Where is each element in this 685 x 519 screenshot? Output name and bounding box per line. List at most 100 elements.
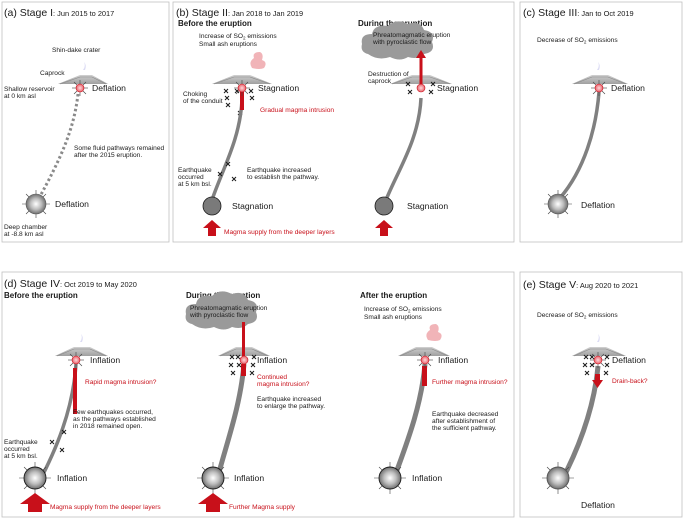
svg-text:(c) Stage III: Jan to Oct 2019: (c) Stage III: Jan to Oct 2019: [523, 7, 634, 19]
crater-icon: [212, 75, 272, 84]
destruction-label-2: caprock: [368, 78, 392, 85]
stage-4-before-top-state: Inflation: [90, 355, 120, 365]
earthquake-cross-icon: [228, 354, 257, 376]
vent-reservoir-icon: [239, 355, 249, 365]
crater-icon: [572, 75, 628, 84]
magma-chamber-icon: [202, 196, 222, 216]
choke-label-1: Choking: [183, 91, 208, 98]
earthquake-cross-icon: [223, 88, 255, 116]
stage-4-before-intrusion: Rapid magma intrusion?: [85, 379, 157, 386]
stage-4-after-top-state: Inflation: [438, 355, 468, 365]
stage-4-cloud-label-2: with pyroclastic flow: [189, 312, 249, 319]
magma-supply-arrow-icon: [375, 220, 393, 236]
magma-supply-arrow-icon: [20, 493, 50, 512]
magma-intrusion-bar: [241, 364, 246, 376]
stage-4-during-eq-1: Earthquake increased: [257, 396, 321, 403]
conduit: [558, 91, 601, 200]
stage-4-before-heading: Before the eruption: [4, 291, 78, 300]
panel-stage-2: [172, 1, 515, 243]
stage-3-title: (c) Stage III: [523, 7, 577, 19]
stage-2-period: : Jan 2018 to Jan 2019: [228, 9, 303, 18]
conduit: [210, 99, 244, 201]
magma-chamber-icon: [197, 462, 229, 494]
stage-2-before-heading: Before the eruption: [178, 19, 252, 28]
magma-chamber-icon: [22, 190, 50, 218]
cloud-label-1: Phreatomagmatic eruption: [373, 32, 451, 39]
stage-2-during-bottom-state: Stagnation: [407, 201, 448, 211]
stage-5-period: : Aug 2020 to 2021: [576, 281, 638, 290]
conduit: [213, 363, 247, 485]
stage-4-before-bottom-state: Inflation: [57, 473, 87, 483]
eq-increase-label-2: to establish the pathway.: [247, 174, 319, 181]
destruction-label-1: Destruction of: [368, 71, 409, 78]
earthquake-cross-icon: [217, 161, 237, 182]
conduit: [384, 97, 423, 201]
stage-4-eq-label-1: Earthquake: [4, 439, 38, 446]
drain-back-label: Drain-back?: [612, 378, 648, 385]
caprock-label: Caprock: [40, 70, 65, 77]
stage-1: (a) Stage I: Jun 2015 to 2017 Shin-dake …: [4, 7, 164, 238]
vent-reservoir-icon: [590, 352, 606, 368]
plume-icon: [83, 62, 86, 70]
stage-4-during-eq-2: to enlarge the pathway.: [257, 403, 325, 410]
crater-icon: [55, 347, 108, 356]
crater-label: Shin-dake crater: [52, 47, 101, 54]
stage-5: (e) Stage V: Aug 2020 to 2021 Decrease o…: [523, 279, 648, 510]
cloud-label-2: with pyroclastic flow: [372, 39, 432, 46]
earthquake-cross-icon: [405, 81, 436, 95]
stage-5-emission: Decrease of SO2 emissions: [537, 312, 618, 320]
stage-5-title: (e) Stage V: [523, 279, 576, 291]
conduit: [389, 363, 428, 485]
eruption-cloud-icon: [361, 21, 433, 60]
drain-back-arrow-icon: [592, 380, 603, 388]
magma-chamber-icon: [542, 462, 574, 494]
magma-intrusion-bar: [422, 366, 427, 386]
reservoir-label-2: at 0 km asl: [4, 93, 36, 100]
stage-4-after-eq-1: Earthquake decreased: [432, 411, 499, 418]
few-eq-label-2: as the pathways established: [73, 416, 156, 423]
stage-2-before-intrusion: Gradual magma intrusion: [260, 107, 334, 114]
svg-text:(d) Stage IV: Oct 2019 to May: (d) Stage IV: Oct 2019 to May 2020: [4, 278, 137, 290]
continued-intrusion-label-1: Continued: [257, 374, 287, 381]
vent-reservoir-icon: [234, 80, 250, 96]
stage-2-before-emission-2: Small ash eruptions: [199, 41, 258, 48]
eq-label-1: Earthquake: [178, 167, 212, 174]
stage-4-before-supply: Magma supply from the deeper layers: [50, 504, 161, 511]
stage-2-before-top-state: Stagnation: [258, 83, 299, 93]
few-eq-label-3: in 2018 remained open.: [73, 423, 142, 430]
stage-4-after-heading: After the eruption: [360, 291, 427, 300]
reservoir-label-1: Shallow reservoir: [4, 86, 55, 93]
stage-5-bottom-state: Deflation: [581, 500, 615, 510]
stage-4-eq-label-3: at 5 km bsl.: [4, 453, 38, 460]
magma-supply-arrow-icon: [198, 493, 228, 512]
magma-chamber-icon: [19, 462, 51, 494]
stage-3-period: : Jan to Oct 2019: [577, 9, 633, 18]
stage-4: (d) Stage IV: Oct 2019 to May 2020 Befor…: [4, 278, 508, 512]
magma-chamber-icon: [374, 462, 406, 494]
magma-chamber-icon: [374, 196, 394, 216]
svg-text:(e) Stage V: Aug 2020 to 2021: (e) Stage V: Aug 2020 to 2021: [523, 279, 638, 291]
stage-2-before-bottom-state: Stagnation: [232, 201, 273, 211]
stage-4-during-bottom-state: Inflation: [234, 473, 264, 483]
stage-3-top-state: Deflation: [611, 83, 645, 93]
stage-1-bottom-state: Deflation: [55, 199, 89, 209]
fluid-pathway: [36, 93, 80, 201]
plume-icon: [597, 334, 600, 342]
stage-4-after-emission-2: Small ash eruptions: [364, 314, 423, 321]
svg-text:(a) Stage I: Jun 2015 to 2017: (a) Stage I: Jun 2015 to 2017: [4, 7, 114, 19]
stage-4-after-intrusion: Further magma intrusion?: [432, 379, 508, 386]
eq-increase-label-1: Earthquake increased: [247, 167, 311, 174]
plume-icon: [80, 334, 83, 342]
plume-icon: [250, 52, 266, 69]
stage-1-period: : Jun 2015 to 2017: [53, 9, 114, 18]
magma-intrusion-bar: [242, 322, 245, 362]
panel-stage-5: [519, 271, 683, 518]
magma-intrusion-bar: [73, 368, 77, 414]
conduit: [557, 365, 601, 486]
stage-4-after-bottom-state: Inflation: [412, 473, 442, 483]
eq-label-2: occurred: [178, 174, 204, 181]
crater-icon: [58, 75, 108, 84]
fluid-label-1: Some fluid pathways remained: [74, 145, 164, 152]
earthquake-cross-icon: [582, 354, 610, 376]
